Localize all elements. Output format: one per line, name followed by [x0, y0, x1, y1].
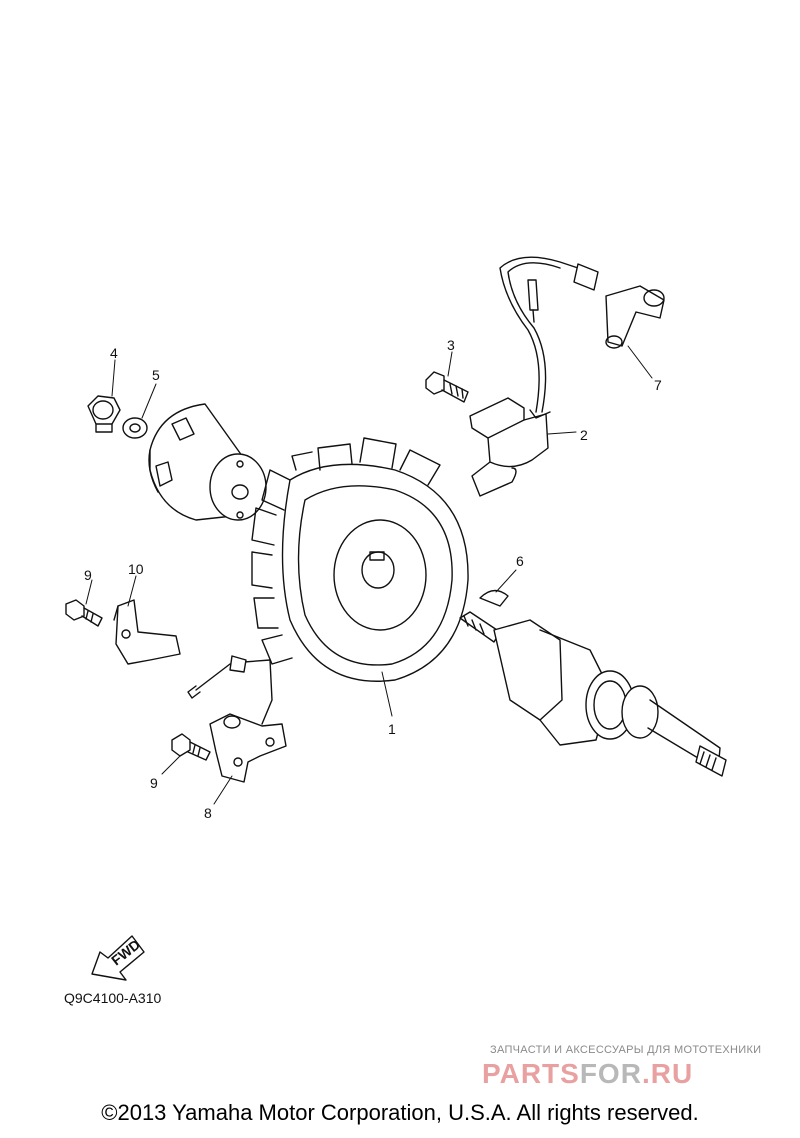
callout-9-upper: 9 [84, 567, 92, 583]
part-9-screw-lower [171, 733, 211, 761]
part-4-nut [87, 395, 121, 433]
watermark-tagline: ЗАПЧАСТИ И АКСЕССУАРЫ ДЛЯ МОТОТЕХНИКИ [490, 1044, 762, 1056]
part-2-ignition-coil [469, 256, 599, 497]
diagram-code: Q9C4100-A310 [64, 990, 162, 1006]
part-7-plug-cap [605, 285, 665, 349]
callout-4: 4 [110, 345, 118, 361]
callout-5: 5 [152, 367, 160, 383]
part-1-flywheel [251, 437, 469, 682]
copyright-notice: ©2013 Yamaha Motor Corporation, U.S.A. A… [101, 1100, 699, 1125]
callout-7: 7 [654, 377, 662, 393]
part-3-bolt [425, 371, 469, 403]
callout-3: 3 [447, 337, 455, 353]
part-5-washer [122, 417, 148, 439]
watermark-logo: PARTSFOR.RU [482, 1058, 693, 1090]
callout-10: 10 [128, 561, 144, 577]
part-10-bracket [113, 599, 181, 665]
watermark-brand-part3: .RU [641, 1058, 694, 1089]
watermark-brand-part1: PARTS [482, 1058, 580, 1089]
part-6-key [479, 589, 509, 607]
callout-9-lower: 9 [150, 775, 158, 791]
part-8-sensor [187, 655, 287, 783]
callout-2: 2 [580, 427, 588, 443]
callout-8: 8 [204, 805, 212, 821]
fwd-arrow-icon [91, 935, 145, 981]
callout-1: 1 [388, 721, 396, 737]
watermark-brand-part2: FOR [579, 1058, 642, 1089]
starter-cup [148, 403, 267, 521]
part-9-screw-upper [65, 599, 103, 627]
leader-lines [85, 345, 653, 805]
crankshaft [459, 611, 727, 777]
callout-6: 6 [516, 553, 524, 569]
